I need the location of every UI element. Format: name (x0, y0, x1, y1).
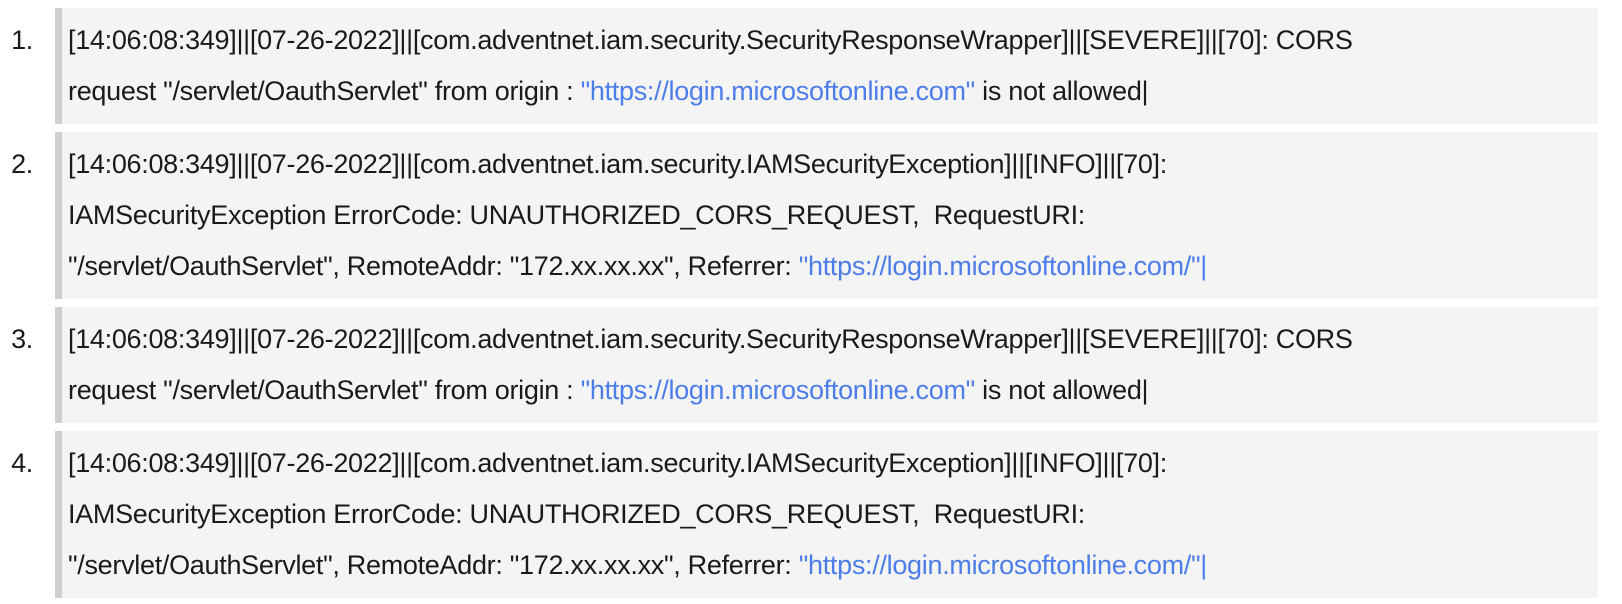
log-line: "/servlet/OauthServlet", RemoteAddr: "17… (68, 540, 1588, 591)
log-item: 3. [14:06:08:349]||[07-26-2022]||[com.adv… (0, 307, 1622, 423)
log-line: [14:06:08:349]||[07-26-2022]||[com.adven… (68, 438, 1588, 489)
log-url-link[interactable]: "https://login.microsoftonline.com" (580, 76, 976, 106)
log-text-segment: request "/servlet/OauthServlet" from ori… (68, 76, 581, 106)
log-code-block: [14:06:08:349]||[07-26-2022]||[com.adven… (55, 307, 1598, 423)
log-text-segment: IAMSecurityException ErrorCode: UNAUTHOR… (68, 499, 1085, 529)
list-item-number: 2. (11, 149, 33, 179)
log-text-segment: "/servlet/OauthServlet", RemoteAddr: "17… (68, 251, 799, 281)
list-item-number: 3. (11, 324, 33, 354)
log-text-segment: IAMSecurityException ErrorCode: UNAUTHOR… (68, 200, 1085, 230)
log-url-link[interactable]: "https://login.microsoftonline.com/"| (798, 251, 1208, 281)
log-url-link[interactable]: "https://login.microsoftonline.com" (580, 375, 976, 405)
log-text-segment: [14:06:08:349]||[07-26-2022]||[com.adven… (68, 324, 1353, 354)
log-line: request "/servlet/OauthServlet" from ori… (68, 66, 1588, 117)
list-item-number: 4. (11, 448, 33, 478)
log-line: [14:06:08:349]||[07-26-2022]||[com.adven… (68, 139, 1588, 190)
log-code-block: [14:06:08:349]||[07-26-2022]||[com.adven… (55, 431, 1598, 598)
log-text-segment: [14:06:08:349]||[07-26-2022]||[com.adven… (68, 25, 1353, 55)
log-url-link[interactable]: "https://login.microsoftonline.com/"| (798, 550, 1208, 580)
log-line: request "/servlet/OauthServlet" from ori… (68, 365, 1588, 416)
log-item: 4. [14:06:08:349]||[07-26-2022]||[com.adv… (0, 431, 1622, 598)
log-line: IAMSecurityException ErrorCode: UNAUTHOR… (68, 190, 1588, 241)
log-code-block: [14:06:08:349]||[07-26-2022]||[com.adven… (55, 8, 1598, 124)
log-line: "/servlet/OauthServlet", RemoteAddr: "17… (68, 241, 1588, 292)
log-line: [14:06:08:349]||[07-26-2022]||[com.adven… (68, 314, 1588, 365)
log-item: 2. [14:06:08:349]||[07-26-2022]||[com.adv… (0, 132, 1622, 299)
log-text-segment: "/servlet/OauthServlet", RemoteAddr: "17… (68, 550, 799, 580)
log-text-segment: [14:06:08:349]||[07-26-2022]||[com.adven… (68, 448, 1167, 478)
log-text-segment: is not allowed| (974, 76, 1149, 106)
log-code-block: [14:06:08:349]||[07-26-2022]||[com.adven… (55, 132, 1598, 299)
list-item-number: 1. (11, 25, 33, 55)
log-text-segment: [14:06:08:349]||[07-26-2022]||[com.adven… (68, 149, 1167, 179)
log-text-segment: is not allowed| (974, 375, 1149, 405)
log-line: IAMSecurityException ErrorCode: UNAUTHOR… (68, 489, 1588, 540)
log-line: [14:06:08:349]||[07-26-2022]||[com.adven… (68, 15, 1588, 66)
log-item: 1. [14:06:08:349]||[07-26-2022]||[com.adv… (0, 8, 1622, 124)
log-text-segment: request "/servlet/OauthServlet" from ori… (68, 375, 581, 405)
